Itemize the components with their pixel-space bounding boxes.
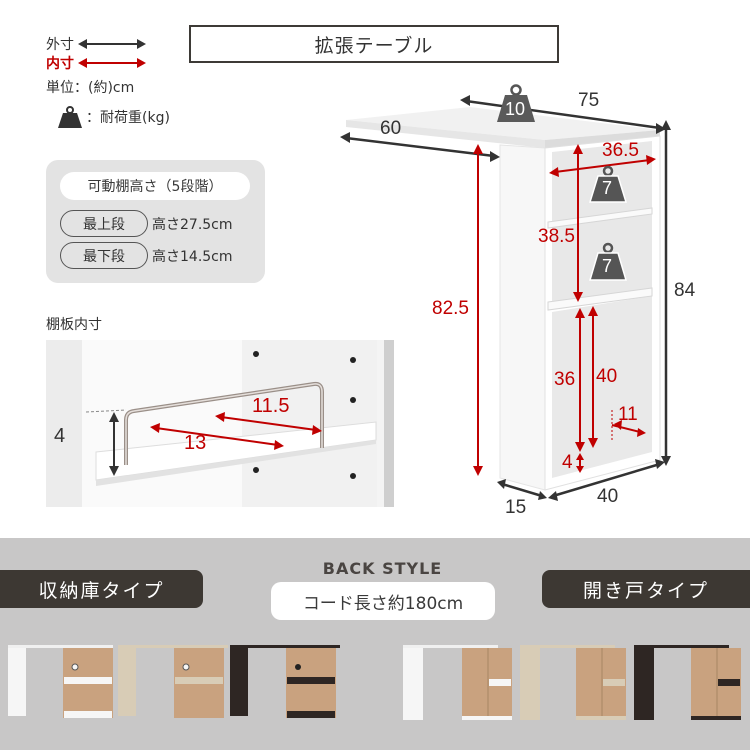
dim-side-depth: 15 — [505, 497, 527, 518]
dim-table-height: 82.5 — [432, 298, 469, 319]
dim-base: 4 — [562, 452, 573, 473]
product-drawing: 10 7 7 75 60 84 15 40 82.5 36.5 38.5 36 … — [340, 84, 696, 518]
door-brown — [634, 645, 741, 720]
shelf-height-panel: 可動棚高さ（5段階） 最上段 高さ27.5cm 最下段 高さ14.5cm — [46, 160, 265, 283]
dim-cord-gap: 11 — [618, 404, 638, 425]
dim-lower-height-a: 36 — [554, 369, 576, 390]
weight-icon-shelf-lower — [588, 242, 628, 281]
dim-depth: 60 — [380, 118, 402, 139]
panel-heading: 可動棚高さ（5段階） — [60, 172, 250, 200]
table-illustration — [340, 84, 671, 501]
top-shelf-value: 高さ27.5cm — [152, 216, 233, 233]
cord-length-pill: コード長さ約180cm — [271, 582, 495, 620]
legend-inner: 内寸 — [46, 53, 146, 73]
load-shelf-upper: 7 — [602, 178, 613, 198]
bottom-shelf-value: 高さ14.5cm — [152, 248, 233, 265]
dim-rail-height: 4 — [54, 425, 66, 447]
storage-brown — [230, 645, 340, 718]
double-arrow-icon — [78, 39, 146, 49]
legend-inner-label: 内寸 — [46, 56, 74, 72]
load-table: 10 — [505, 99, 526, 119]
door-white — [403, 645, 512, 720]
shelf-detail-label: 棚板内寸 — [46, 317, 102, 333]
dim-lower-height-b: 40 — [596, 366, 618, 387]
unit-label: 単位：(約)cm — [46, 80, 135, 96]
dim-upper-height: 38.5 — [538, 226, 575, 247]
storage-type-tag: 収納庫タイプ — [0, 570, 203, 608]
dim-height: 84 — [674, 280, 696, 301]
panel-row-top: 最上段 高さ27.5cm — [60, 210, 233, 237]
load-shelf-lower: 7 — [602, 256, 613, 276]
weight-icon — [58, 106, 82, 128]
bottom-shelf-pill: 最下段 — [60, 242, 148, 269]
panel-row-bottom: 最下段 高さ14.5cm — [60, 242, 233, 269]
storage-natural — [118, 645, 228, 718]
dim-shelf-width: 36.5 — [602, 140, 639, 161]
shelf-detail-illustration — [46, 340, 394, 507]
weight-icon-table — [497, 84, 535, 122]
shelf-detail-photo: 4 13 11.5 — [46, 340, 394, 507]
double-arrow-red-icon — [78, 58, 146, 68]
page-title: 拡張テーブル — [314, 34, 434, 57]
title-box: 拡張テーブル — [189, 25, 559, 63]
dim-shelf-back: 11.5 — [252, 395, 290, 417]
dim-shelf-front: 13 — [184, 432, 207, 454]
legend-outer-label: 外寸 — [46, 37, 74, 53]
storage-white — [8, 645, 113, 718]
variant-thumbnails — [0, 640, 750, 740]
legend-load: ：耐荷重(kg) — [58, 106, 170, 128]
back-style-heading: BACK STYLE — [322, 559, 443, 578]
dim-width: 75 — [578, 90, 600, 111]
legend-unit: 単位：(約)cm — [46, 77, 134, 97]
door-type-tag: 開き戸タイプ — [542, 570, 750, 608]
load-label: ：耐荷重(kg) — [86, 110, 170, 126]
legend-outer: 外寸 — [46, 34, 146, 54]
top-shelf-pill: 最上段 — [60, 210, 148, 237]
weight-icon-shelf-upper — [588, 165, 628, 203]
variant-illustrations — [8, 645, 741, 720]
door-natural — [520, 645, 626, 720]
dim-cabinet-width: 40 — [597, 486, 619, 507]
